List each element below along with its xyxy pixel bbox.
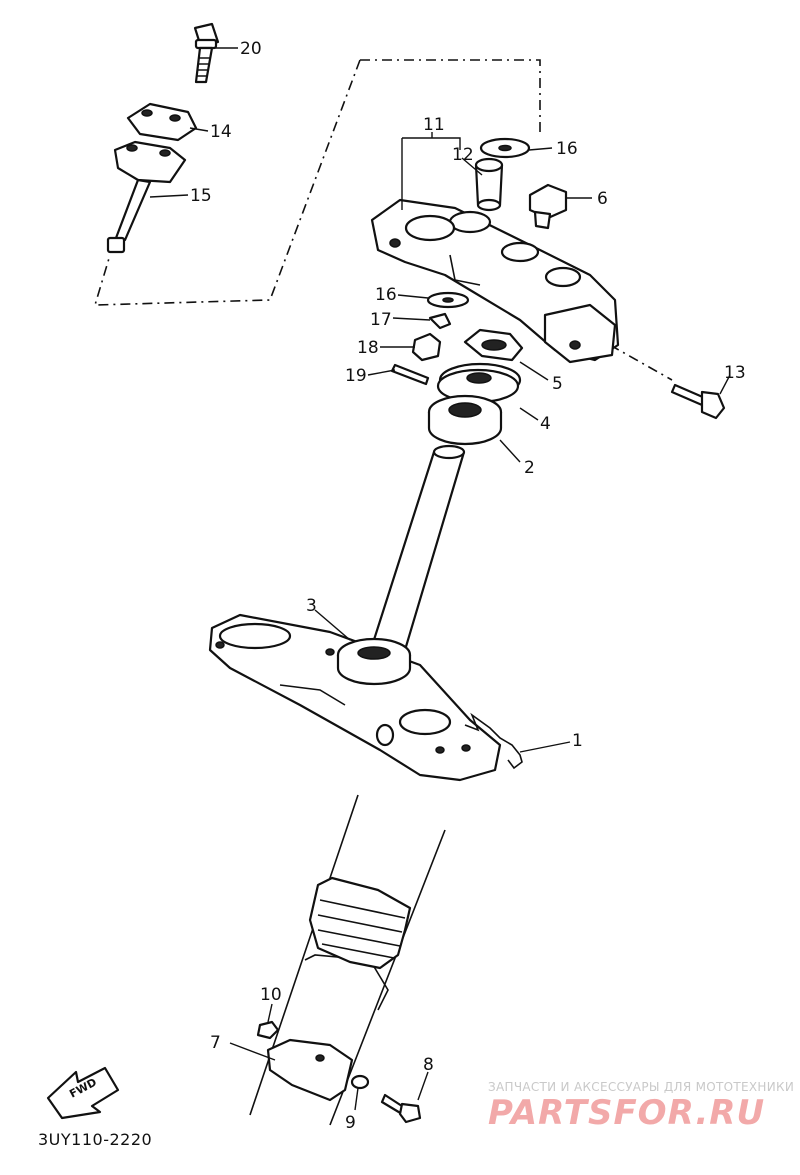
diagram-code: 3UY110-2220	[38, 1130, 153, 1149]
callout-11: 11	[423, 115, 445, 135]
under-bracket	[208, 613, 502, 782]
callout-1: 1	[572, 731, 583, 751]
callout-4: 4	[540, 414, 551, 434]
handlebar-cap-14	[126, 102, 198, 142]
group-frame	[93, 59, 541, 306]
callout-12: 12	[452, 145, 474, 165]
steering-stem	[370, 444, 466, 652]
callout-18: 18	[357, 338, 379, 358]
callout-8: 8	[423, 1055, 434, 1075]
callout-15: 15	[190, 186, 212, 206]
nut-18	[411, 332, 442, 362]
bolt-13	[670, 383, 726, 420]
callout-6: 6	[597, 189, 608, 209]
clip-17	[428, 312, 452, 330]
callout-17: 17	[370, 310, 392, 330]
bearing-cover-4	[436, 362, 522, 404]
callout-9: 9	[345, 1113, 356, 1133]
hose-clip-1	[464, 712, 523, 770]
callout-20: 20	[240, 39, 262, 59]
watermark-caption: ЗАПЧАСТИ И АКСЕССУАРЫ ДЛЯ МОТОТЕХНИКИ	[488, 1080, 795, 1094]
bearing-3	[336, 637, 412, 686]
bolt-20	[193, 22, 220, 84]
axis-line-13	[609, 344, 673, 381]
ring-nut-5	[463, 328, 524, 362]
callout-16-lower: 16	[375, 285, 397, 305]
bearing-2	[427, 394, 503, 446]
fwd-arrow-icon: FWD	[46, 1066, 120, 1120]
watermark-logo: PARTSFOR.RU	[488, 1093, 766, 1133]
bolt-8	[380, 1093, 422, 1124]
callout-14: 14	[210, 122, 232, 142]
callout-3: 3	[306, 596, 317, 616]
cable-guide-7	[266, 1038, 354, 1102]
upper-bracket-11	[370, 198, 620, 364]
handlebar-holder-15	[106, 140, 187, 254]
pin-19	[390, 363, 430, 386]
washer-9	[350, 1074, 370, 1090]
bolt-6	[528, 183, 568, 230]
callout-7: 7	[210, 1033, 221, 1053]
callout-2: 2	[524, 458, 535, 478]
callout-10: 10	[260, 985, 282, 1005]
callout-13: 13	[724, 363, 746, 383]
callout-5: 5	[552, 374, 563, 394]
callout-19: 19	[345, 366, 367, 386]
nut-10	[256, 1020, 280, 1040]
collar-12	[474, 157, 504, 212]
callout-16-top: 16	[556, 139, 578, 159]
fork-tube	[249, 794, 446, 1126]
leader-lines	[149, 47, 731, 1111]
